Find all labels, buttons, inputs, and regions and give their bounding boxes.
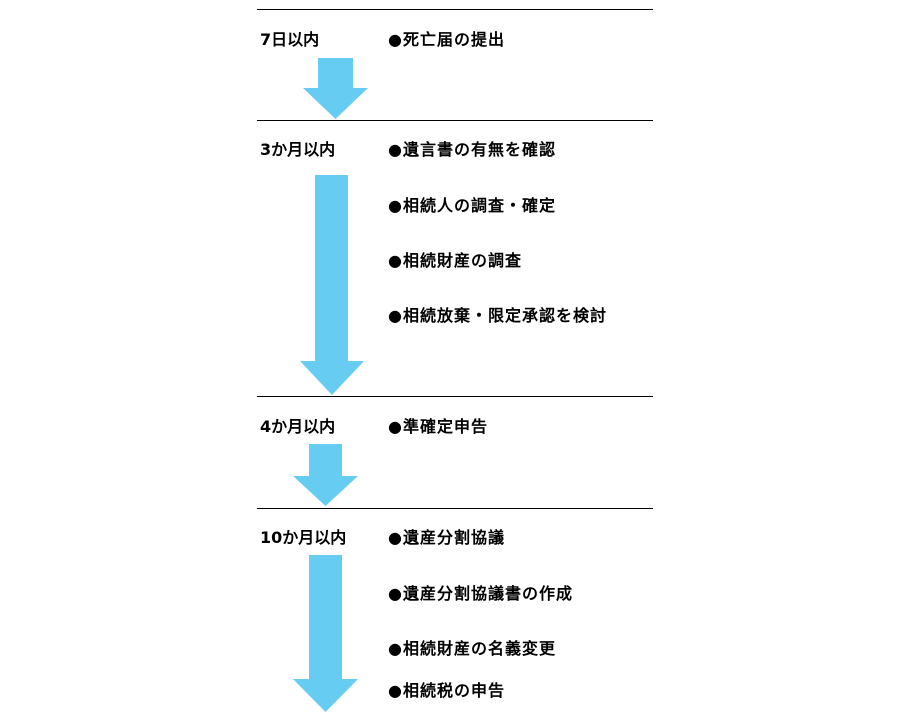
separator-line-2 xyxy=(257,396,653,397)
task-item: ●相続放棄・限定承認を検討 xyxy=(388,306,607,326)
task-item: ●相続税の申告 xyxy=(388,681,505,701)
bullet-icon: ● xyxy=(388,251,403,270)
down-arrow-icon xyxy=(293,444,358,506)
deadline-label: 10か月以内 xyxy=(260,528,347,547)
separator-line-3 xyxy=(257,508,653,509)
bullet-icon: ● xyxy=(388,528,403,547)
task-label: 相続税の申告 xyxy=(402,681,505,700)
arrow-shape xyxy=(300,175,364,395)
task-label: 死亡届の提出 xyxy=(402,30,505,49)
task-item: ●遺産分割協議 xyxy=(388,528,505,548)
bullet-icon: ● xyxy=(388,417,403,436)
deadline-label: 3か月以内 xyxy=(260,140,336,159)
task-label: 遺言書の有無を確認 xyxy=(402,140,556,159)
task-item: ●遺産分割協議書の作成 xyxy=(388,584,573,604)
task-label: 相続財産の調査 xyxy=(402,251,522,270)
task-item: ●相続人の調査・確定 xyxy=(388,196,556,216)
separator-line-1 xyxy=(257,120,653,121)
bullet-icon: ● xyxy=(388,30,403,49)
down-arrow-icon xyxy=(293,555,358,712)
task-label: 相続放棄・限定承認を検討 xyxy=(402,306,607,325)
task-label: 準確定申告 xyxy=(402,417,488,436)
deadline-label: 4か月以内 xyxy=(260,417,336,436)
deadline-label: 7日以内 xyxy=(260,30,320,49)
down-arrow-icon xyxy=(300,175,364,395)
arrow-shape xyxy=(293,555,358,712)
bullet-icon: ● xyxy=(388,140,403,159)
bullet-icon: ● xyxy=(388,306,403,325)
task-item: ●死亡届の提出 xyxy=(388,30,505,50)
task-label: 遺産分割協議書の作成 xyxy=(402,584,573,603)
task-item: ●相続財産の名義変更 xyxy=(388,639,556,659)
task-item: ●遺言書の有無を確認 xyxy=(388,140,556,160)
task-item: ●相続財産の調査 xyxy=(388,251,522,271)
down-arrow-icon xyxy=(303,58,368,119)
task-item: ●準確定申告 xyxy=(388,417,488,437)
bullet-icon: ● xyxy=(388,584,403,603)
arrow-shape xyxy=(303,58,368,119)
separator-line-top xyxy=(257,9,653,10)
task-label: 遺産分割協議 xyxy=(402,528,505,547)
task-label: 相続人の調査・確定 xyxy=(402,196,556,215)
bullet-icon: ● xyxy=(388,639,403,658)
bullet-icon: ● xyxy=(388,681,403,700)
bullet-icon: ● xyxy=(388,196,403,215)
arrow-shape xyxy=(293,444,358,506)
task-label: 相続財産の名義変更 xyxy=(402,639,556,658)
